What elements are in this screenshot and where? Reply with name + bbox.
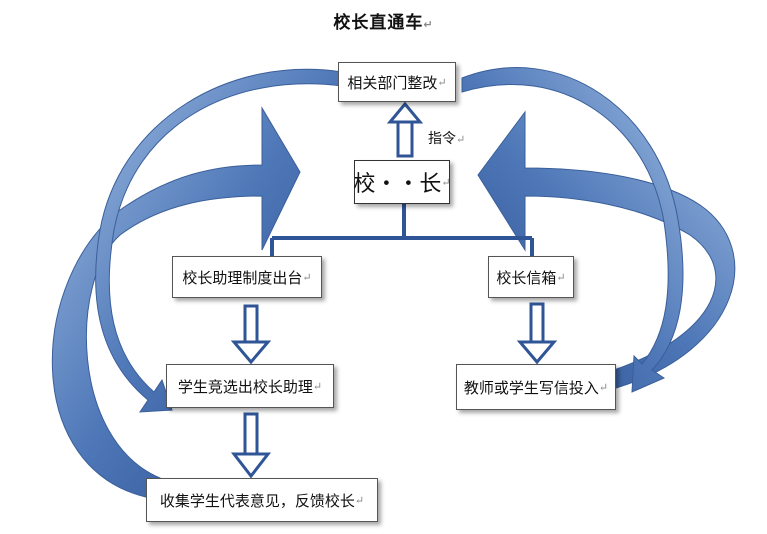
node-feedback: 收集学生代表意见，反馈校长↵ bbox=[146, 478, 378, 522]
system-to-elect-arrow bbox=[230, 304, 272, 365]
left-cycle-ribbon-arrow bbox=[51, 106, 301, 499]
branch-connector bbox=[270, 204, 534, 256]
node-departments: 相关部门整改↵ bbox=[338, 62, 456, 102]
left-thin-curve-arrow bbox=[95, 68, 343, 413]
node-principal: 校‧‧长↵ bbox=[353, 160, 451, 204]
edge-label-command: 指令↵ bbox=[428, 131, 466, 147]
principal-to-departments-arrow bbox=[386, 101, 424, 158]
elect-to-feedback-arrow bbox=[230, 412, 272, 479]
mailbox-to-letters-arrow bbox=[516, 302, 558, 365]
diagram-title: 校长直通车↵ bbox=[333, 13, 434, 33]
node-assistant-system: 校长助理制度出台↵ bbox=[172, 256, 322, 298]
node-elect-assistant: 学生竞选出校长助理↵ bbox=[166, 364, 334, 408]
node-letters: 教师或学生写信投入↵ bbox=[456, 364, 616, 410]
right-thin-curve-arrow bbox=[461, 67, 684, 393]
right-cycle-ribbon-arrow bbox=[477, 110, 736, 389]
node-mailbox: 校长信箱↵ bbox=[488, 256, 574, 298]
